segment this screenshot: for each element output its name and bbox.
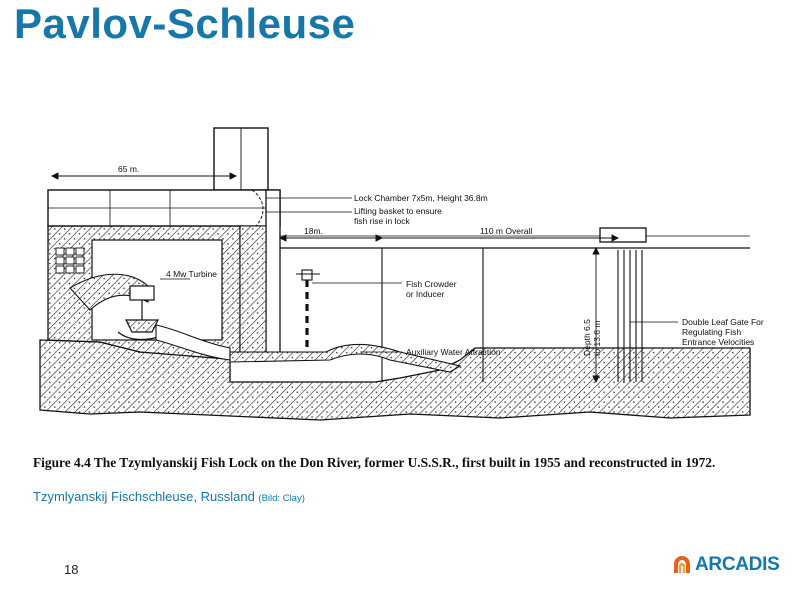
label-gate-3: Entrance Velocities: [682, 337, 754, 347]
lock-chamber-wall: [239, 225, 267, 361]
label-width-18: 18m.: [304, 226, 323, 236]
label-gate-2: Regulating Fish: [682, 327, 741, 337]
label-lifting-basket-2: fish rise in lock: [354, 216, 410, 226]
figure-caption: Figure 4.4 The Tzymlyanskij Fish Lock on…: [33, 455, 716, 470]
leader-lines: [160, 197, 678, 353]
label-width-65: 65 m.: [118, 164, 139, 174]
turbine-unit: [117, 285, 167, 341]
label-fish-crowder-1: Fish Crowder: [406, 279, 457, 289]
subcaption-text: Tzymlyanskij Fischschleuse, Russland: [33, 489, 255, 504]
label-fish-crowder-2: or Inducer: [406, 289, 444, 299]
fish-lock-diagram: 65 m. Lock Chamber 7x5m, Height 36.8m Li…: [30, 120, 770, 455]
label-turbine: 4 Mw Turbine: [166, 269, 217, 279]
label-aux-water: Auxiliary Water Attraction: [406, 347, 501, 357]
auxiliary-channel: [229, 344, 462, 373]
image-credit: (Bild: Clay): [258, 493, 305, 504]
page-number: 18: [64, 562, 79, 577]
downstream-structure: [599, 227, 647, 243]
arcadis-logo: ARCADIS: [672, 554, 780, 576]
arcadis-logo-text: ARCADIS: [695, 554, 780, 575]
gate-posts: [381, 248, 643, 382]
label-depth-2: to 13.6 m: [592, 321, 602, 356]
label-gate-1: Double Leaf Gate For: [682, 317, 764, 327]
dimension-lines: [50, 172, 620, 384]
image-subcaption: Tzymlyanskij Fischschleuse, Russland (Bi…: [33, 489, 305, 504]
arcadis-logo-icon: [674, 556, 690, 573]
label-lock-chamber: Lock Chamber 7x5m, Height 36.8m: [354, 193, 488, 203]
lock-chamber-shaft: [265, 189, 281, 361]
label-depth-1: Depth 6.5: [582, 319, 592, 356]
label-overall-110: 110 m Overall: [480, 226, 532, 236]
fish-crowder: [296, 269, 320, 356]
label-lifting-basket-1: Lifting basket to ensure: [354, 206, 442, 216]
window-grid: [55, 247, 85, 274]
slide-title: Pavlov-Schleuse: [14, 0, 356, 47]
